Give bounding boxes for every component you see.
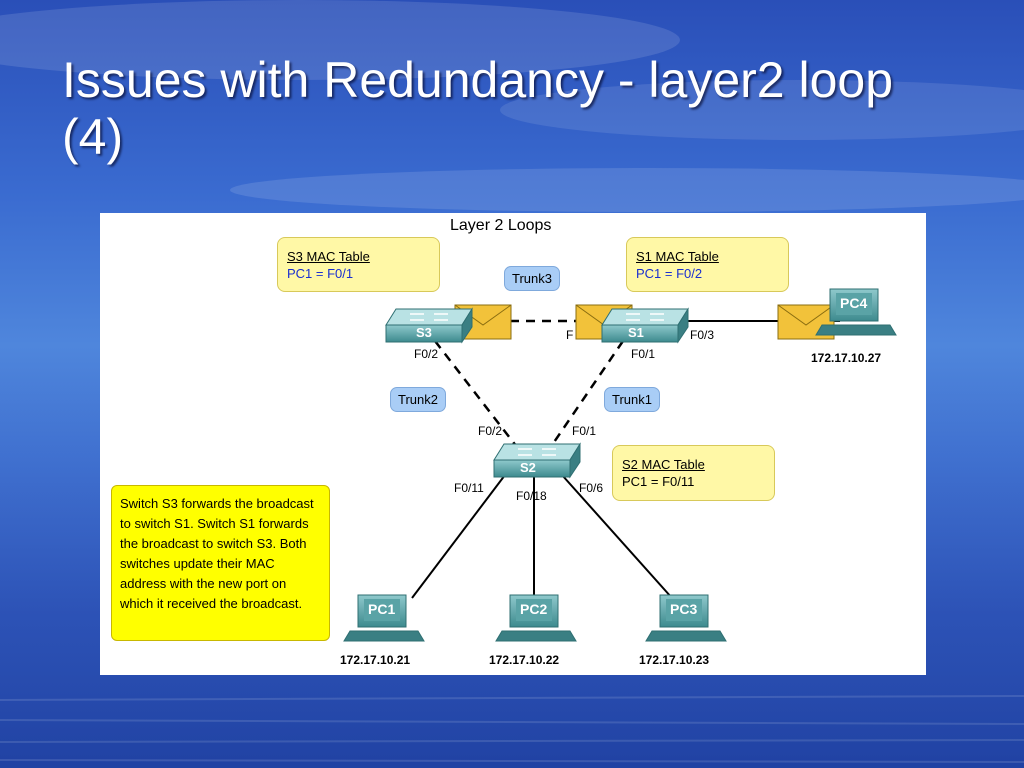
s2-mac-table-entry: PC1 = F0/11 <box>622 474 695 489</box>
diagram-links <box>343 288 897 642</box>
link-s3-s2 <box>434 340 521 452</box>
pc-icon <box>495 594 577 642</box>
port-s3-f02: F0/2 <box>414 347 439 361</box>
trunk2-label: Trunk2 <box>390 387 446 412</box>
trunk3-label: Trunk3 <box>504 266 560 291</box>
switch-icon <box>493 442 581 479</box>
port-s2-f01: F0/1 <box>572 424 597 438</box>
s2-mac-table-header: S2 MAC Table <box>622 457 705 472</box>
link-s2-pc1 <box>411 474 506 599</box>
pc-icon <box>343 594 425 642</box>
switch-s2-label: S2 <box>520 460 536 475</box>
switch-s3-label: S3 <box>416 325 432 340</box>
port-s2-f018: F0/18 <box>516 489 547 503</box>
s2-mac-table-note: S2 MAC Table PC1 = F0/11 <box>612 445 775 501</box>
port-s1-f03: F0/3 <box>690 328 715 342</box>
s3-mac-table-entry: PC1 = F0/1 <box>287 266 354 281</box>
pc4-ip: 172.17.10.27 <box>811 351 882 365</box>
pc4-name: PC4 <box>840 295 868 311</box>
pc3-name: PC3 <box>670 601 698 617</box>
pc1-ip: 172.17.10.21 <box>340 653 411 667</box>
port-s2-f02: F0/2 <box>478 424 503 438</box>
s1-mac-table-note: S1 MAC Table PC1 = F0/2 <box>626 237 789 292</box>
link-s1-s2 <box>546 340 625 452</box>
slide-title: Issues with Redundancy - layer2 loop (4) <box>62 52 894 165</box>
pc-icon <box>815 288 897 336</box>
s3-mac-table-header: S3 MAC Table <box>287 249 370 264</box>
diagram-title: Layer 2 Loops <box>450 217 552 234</box>
switch-icon <box>601 307 689 344</box>
s1-mac-table-header: S1 MAC Table <box>636 249 719 264</box>
port-s2-f06: F0/6 <box>579 481 604 495</box>
pc2-ip: 172.17.10.22 <box>489 653 560 667</box>
pc-icon <box>645 594 727 642</box>
network-diagram: Layer 2 Loops S3 MAC Table PC1 = F0/1 S1… <box>100 213 926 675</box>
trunk1-label: Trunk1 <box>604 387 660 412</box>
switch-s1-label: S1 <box>628 325 644 340</box>
port-s2-f011: F0/11 <box>454 481 484 495</box>
description-note: Switch S3 forwards the broadcast to swit… <box>111 485 330 641</box>
link-s2-pc3 <box>561 474 673 599</box>
port-s1-partial: F <box>566 328 574 342</box>
s1-mac-table-entry: PC1 = F0/2 <box>636 266 703 281</box>
switch-icon <box>385 307 473 344</box>
pc3-ip: 172.17.10.23 <box>639 653 710 667</box>
port-s1-f01: F0/1 <box>631 347 656 361</box>
pc1-name: PC1 <box>368 601 396 617</box>
pc2-name: PC2 <box>520 601 548 617</box>
s3-mac-table-note: S3 MAC Table PC1 = F0/1 <box>277 237 440 292</box>
